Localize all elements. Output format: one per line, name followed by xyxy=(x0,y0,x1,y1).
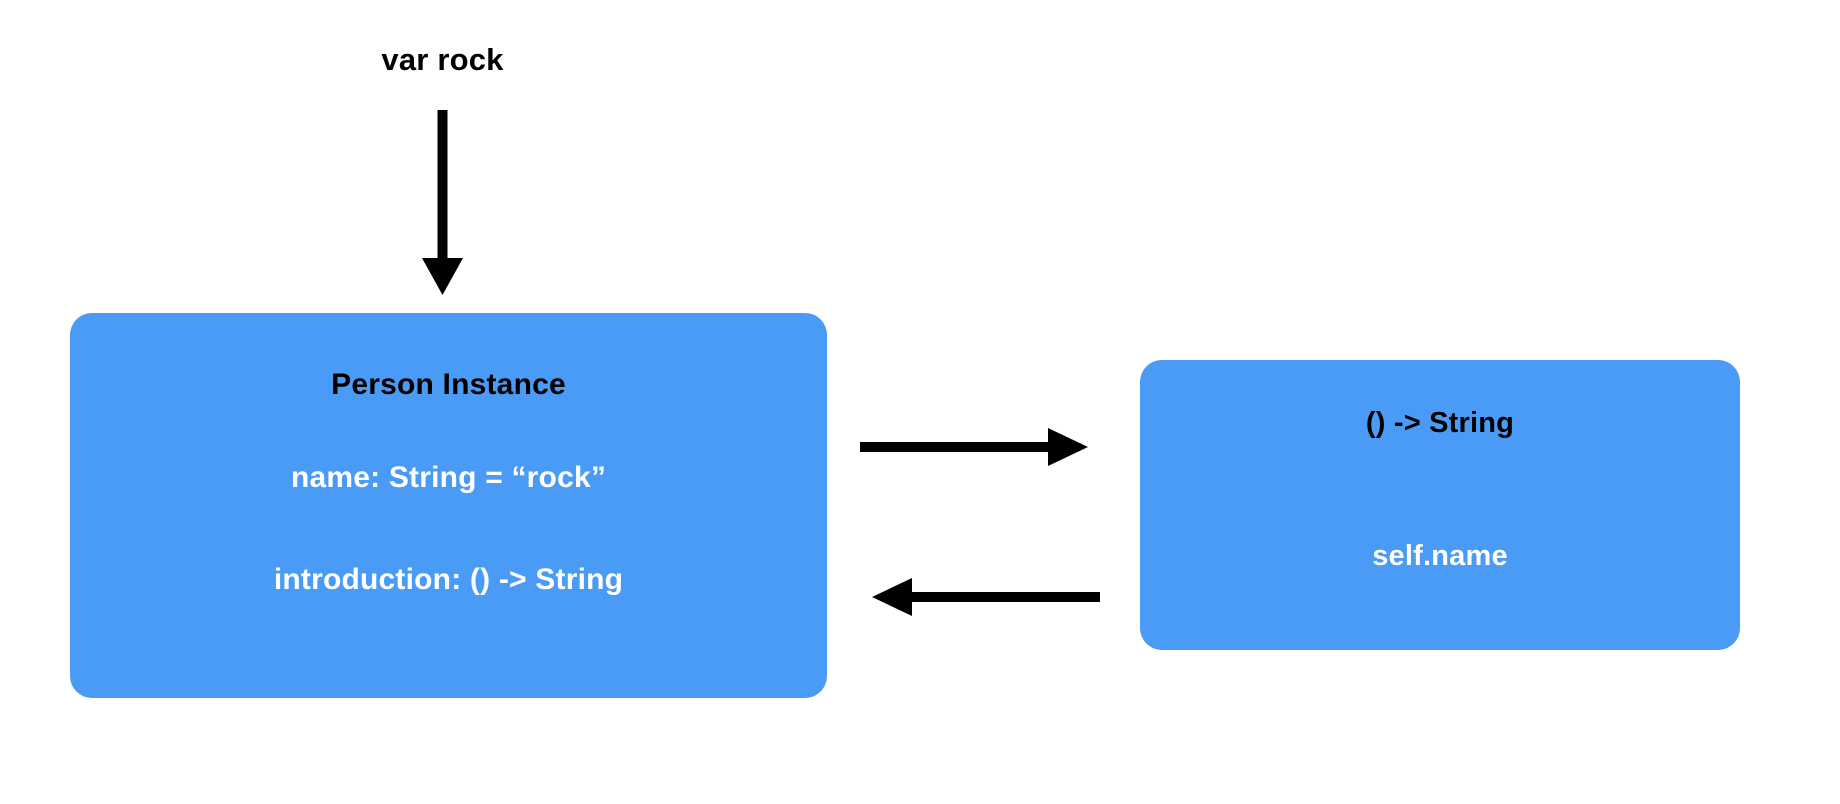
closure-body: self.name xyxy=(1372,540,1508,572)
instance-title: Person Instance xyxy=(331,368,566,401)
arrow-down-icon xyxy=(422,110,463,295)
arrow-right-icon xyxy=(860,428,1088,466)
closure-signature: () -> String xyxy=(1365,407,1515,439)
person-instance-box: Person Instance name: String = “rock” in… xyxy=(70,313,827,698)
instance-property-name: name: String = “rock” xyxy=(290,461,607,494)
arrow-left-icon xyxy=(872,578,1100,616)
closure-box: () -> String self.name xyxy=(1140,360,1740,650)
instance-method-introduction: introduction: () -> String xyxy=(273,563,624,596)
variable-label: var rock xyxy=(381,42,504,77)
